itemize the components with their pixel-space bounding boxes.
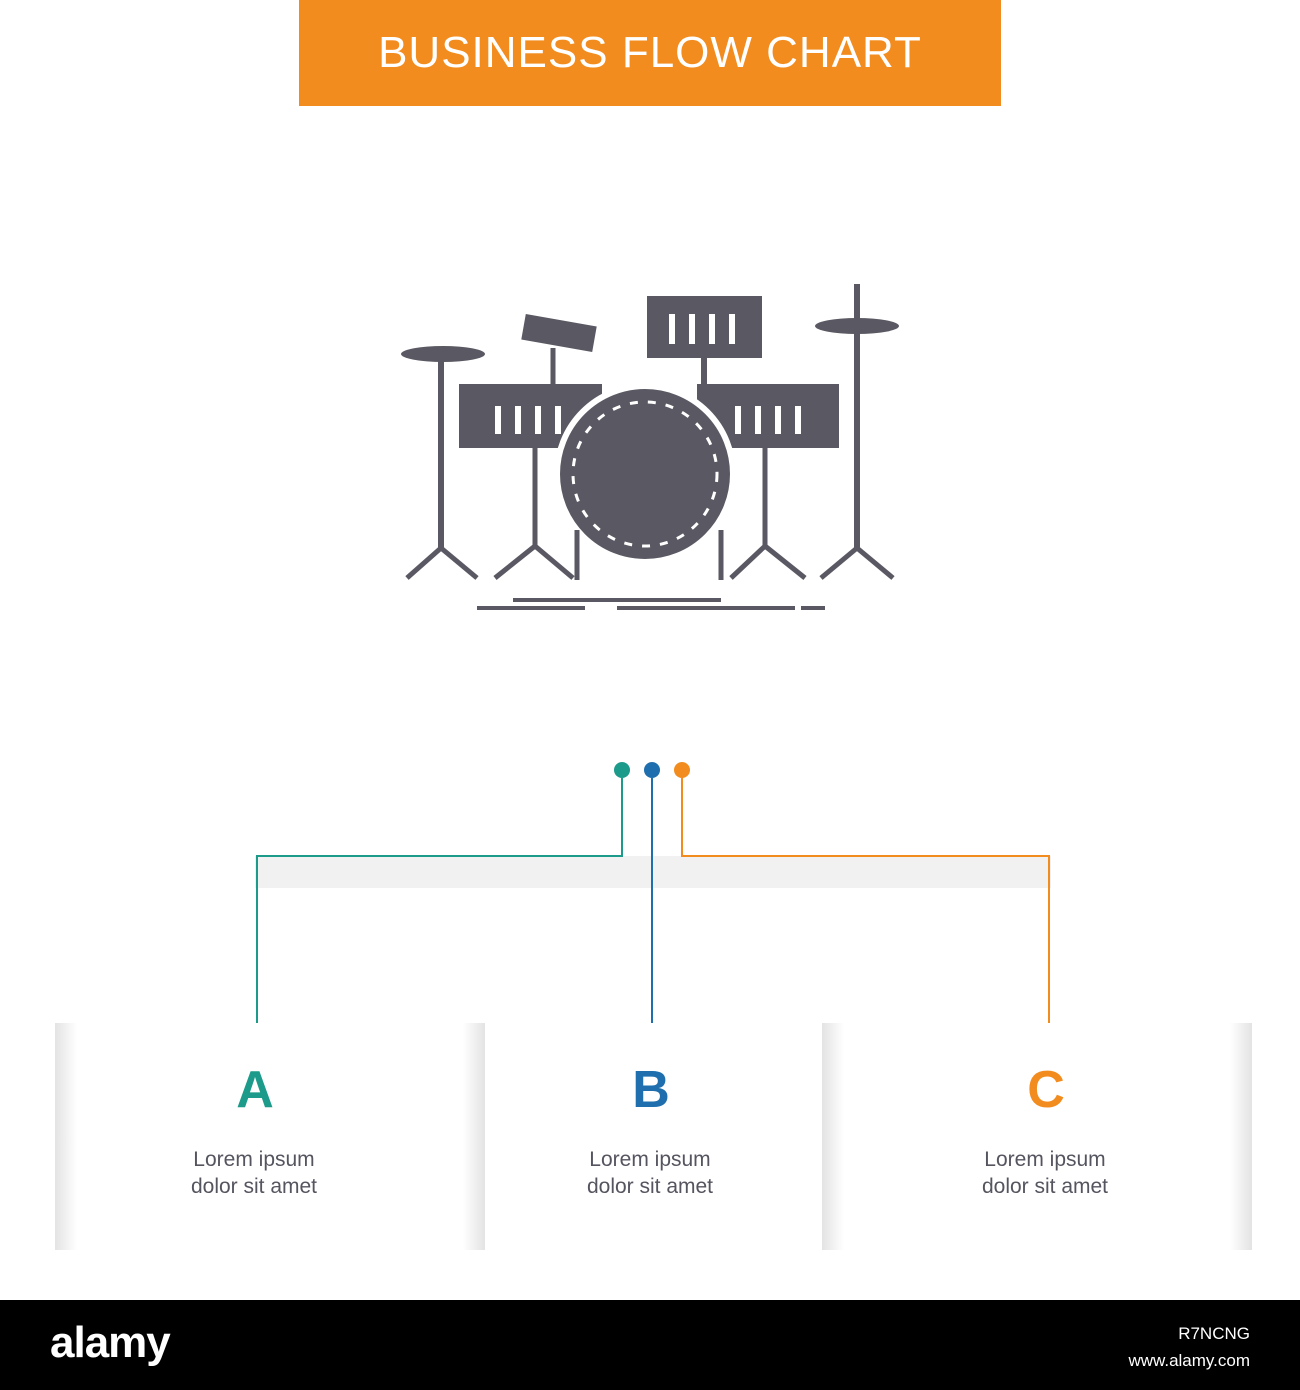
step-a-line1: Lorem ipsum xyxy=(193,1148,315,1171)
step-c-line2: dolor sit amet xyxy=(981,1175,1109,1198)
image-id: R7NCNG xyxy=(1178,1324,1250,1343)
site-url: www.alamy.com xyxy=(1128,1351,1250,1370)
alamy-logo: alamy xyxy=(50,1318,171,1367)
teal-node xyxy=(614,762,630,778)
step-a-text: Lorem ipsum dolor sit amet xyxy=(124,1146,384,1200)
step-b-line2: dolor sit amet xyxy=(586,1175,714,1198)
step-panel-b xyxy=(486,1023,820,1250)
step-c-text: Lorem ipsum dolor sit amet xyxy=(915,1146,1175,1200)
step-b-letter: B xyxy=(632,1061,670,1119)
step-panel-a xyxy=(55,1023,485,1250)
step-c-line1: Lorem ipsum xyxy=(984,1148,1106,1171)
step-c-letter: C xyxy=(1027,1061,1065,1119)
orange-node xyxy=(674,762,690,778)
stock-footer: alamy R7NCNG www.alamy.com xyxy=(0,1300,1300,1390)
step-b-text: Lorem ipsum dolor sit amet xyxy=(520,1146,780,1200)
step-b-line1: Lorem ipsum xyxy=(589,1148,711,1171)
step-a-letter: A xyxy=(236,1061,274,1119)
step-a-line2: dolor sit amet xyxy=(190,1175,318,1198)
title-banner: BUSINESS FLOW CHART xyxy=(299,0,1001,106)
step-panel-c xyxy=(822,1023,1252,1250)
image-id-block: R7NCNG www.alamy.com xyxy=(1128,1320,1250,1374)
blue-node xyxy=(644,762,660,778)
connector-lines xyxy=(255,762,1051,1036)
page-title: BUSINESS FLOW CHART xyxy=(378,28,922,77)
drum-set-icon xyxy=(401,284,899,610)
